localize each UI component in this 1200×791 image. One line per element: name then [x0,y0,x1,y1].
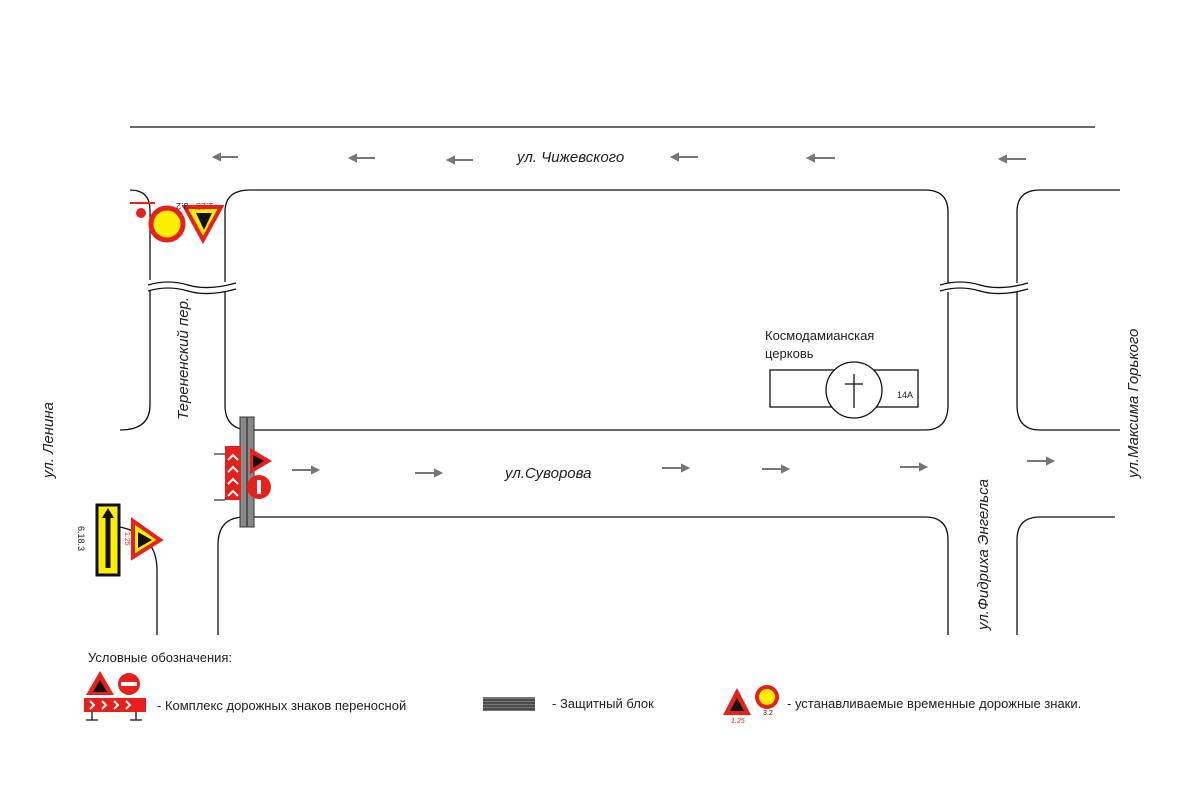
street-label-terenenskiy: Терененский пер. [175,296,192,420]
church-name: Космодамианская [765,328,875,343]
church-name-2: церковь [765,346,814,361]
street-label-suvorova: ул.Суворова [505,465,592,482]
break-mark [939,281,1029,295]
block-edge [1016,516,1115,635]
legend-item-temporary-signs: - устанавливаемые временные дорожные зна… [787,696,1082,711]
sign-code: 1.25 [123,532,130,546]
cross-icon [845,374,863,408]
road-edge [129,189,151,280]
legend-title: Условные обозначения: [88,650,233,665]
building-number: 14А [897,390,914,400]
portable-sign-complex [214,416,272,528]
street-label-chizhevskogo: ул. Чижевского [517,149,625,166]
street-label-gorkogo: ул.Максима Горького [1125,328,1142,478]
block-edge [1016,189,1120,283]
legend-icons [84,671,779,721]
traffic-arrows-left [211,152,1026,165]
block-edge [224,189,949,283]
block-edge [1016,292,1120,431]
legend-item-sign-complex: - Комплекс дорожных знаков переносной [157,698,407,713]
legend-code: 3.2 [763,710,773,717]
block-edge [224,292,949,431]
sign-code: 6.18.3 [76,526,86,552]
block-edge [217,516,949,635]
traffic-arrows-right [292,456,1056,478]
temporary-signs-top [130,202,225,245]
sign-code: 1.25 [196,201,214,211]
legend-code: 1.25 [731,718,745,725]
break-mark [147,281,237,295]
sign-code: 3.2 [176,201,189,211]
sign-6-18-3 [95,503,164,577]
street-label-lenina: ул. Ленина [40,402,57,478]
street-label-engelsa: ул.Фидриха Энгельса [975,479,992,630]
legend-item-protective-block: - Защитный блок [552,696,654,711]
road-edge [119,290,151,431]
